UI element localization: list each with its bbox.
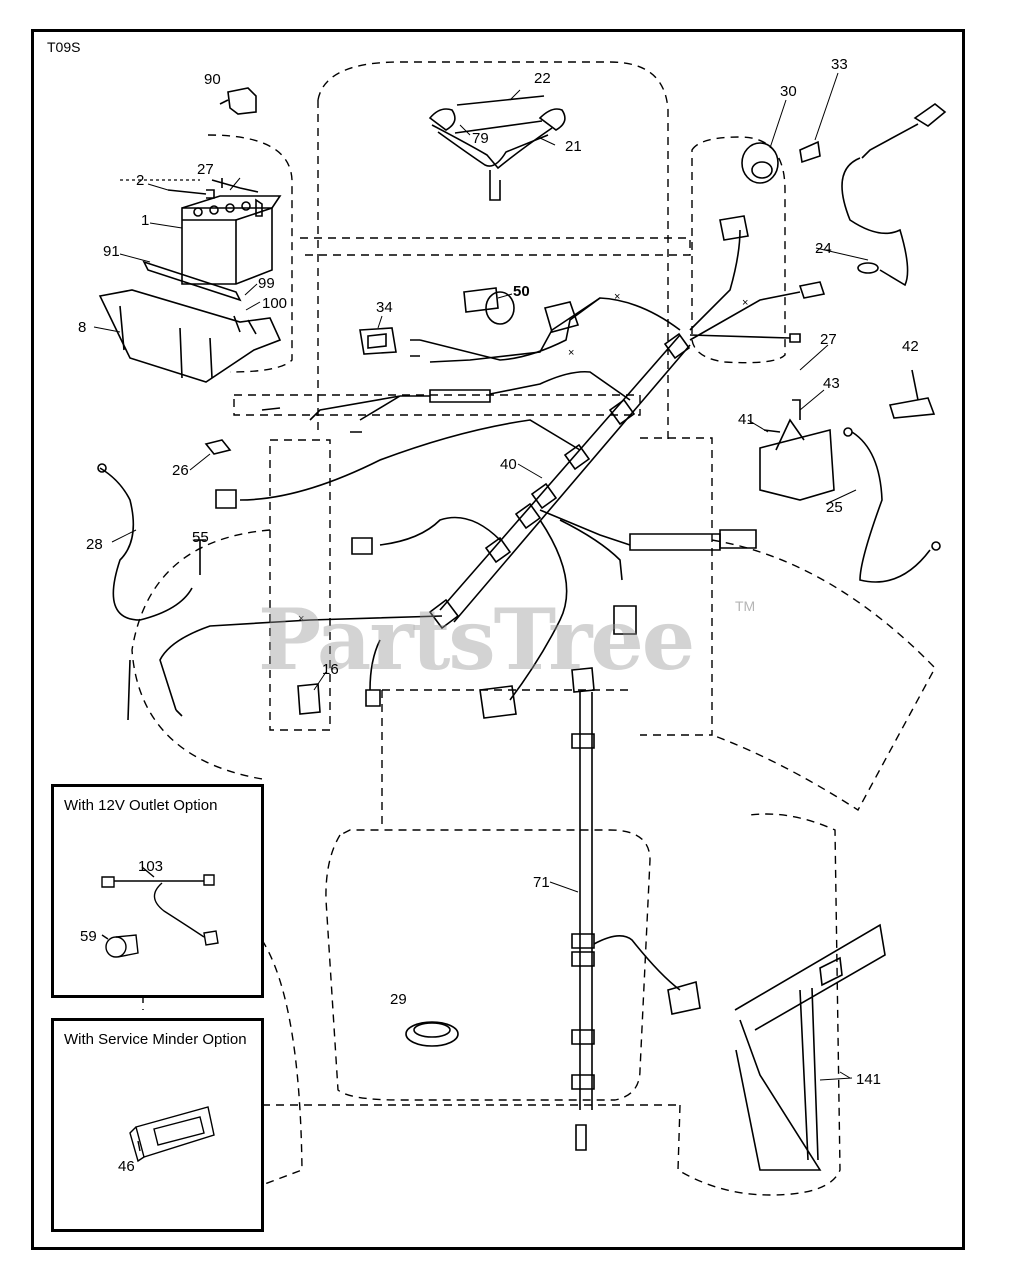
callout-25: 25 [826,499,843,516]
option-box-12v-outlet: With 12V Outlet Option 103 59 [51,784,264,998]
callout-1: 1 [141,212,150,229]
callout-99: 99 [258,275,275,292]
callout-50: 50 [513,283,530,300]
callout-79: 79 [472,130,489,147]
option-title-12v-outlet: With 12V Outlet Option [64,797,218,814]
svg-text:×: × [742,297,748,309]
x-marks: × × × × [298,291,748,625]
callout-46: 46 [118,1158,135,1175]
callout-28: 28 [86,536,103,553]
svg-text:×: × [568,347,574,359]
callout-103: 103 [138,858,164,875]
callout-91: 91 [103,243,120,260]
callout-30: 30 [780,83,797,100]
callout-27-battery: 27 [197,161,214,178]
callout-27-solenoid: 27 [820,331,837,348]
leader-lines [93,72,869,1155]
watermark-text: PartsTree [258,590,695,689]
callout-22: 22 [534,70,551,87]
callout-55: 55 [192,529,209,546]
option-title-service-minder: With Service Minder Option [64,1031,247,1048]
callout-2: 2 [136,172,145,189]
callout-100: 100 [262,295,288,312]
callout-8: 8 [78,319,87,336]
callout-141: 141 [856,1071,882,1088]
callout-40: 40 [500,456,517,473]
callout-26: 26 [172,462,189,479]
callout-16: 16 [322,661,339,678]
callout-29: 29 [390,991,407,1008]
diagram-frame [31,29,965,1250]
option-box-service-minder: With Service Minder Option 46 [51,1018,264,1232]
callout-24: 24 [815,240,832,257]
callout-71: 71 [533,874,550,891]
callout-33: 33 [831,56,848,73]
outlet-kit-drawing [101,866,219,958]
callout-42: 42 [902,338,919,355]
callout-90: 90 [204,71,221,88]
svg-text:×: × [614,291,620,303]
parts-linework [97,87,947,1171]
callout-43: 43 [823,375,840,392]
callout-41: 41 [738,411,755,428]
chassis-outline [131,61,936,1196]
callout-21: 21 [565,138,582,155]
service-minder-drawing [129,1106,215,1163]
diagram-code: T09S [47,39,81,55]
svg-text:×: × [298,613,304,625]
watermark-trademark: TM [735,598,756,614]
callout-34: 34 [376,299,393,316]
callout-59: 59 [80,928,97,945]
